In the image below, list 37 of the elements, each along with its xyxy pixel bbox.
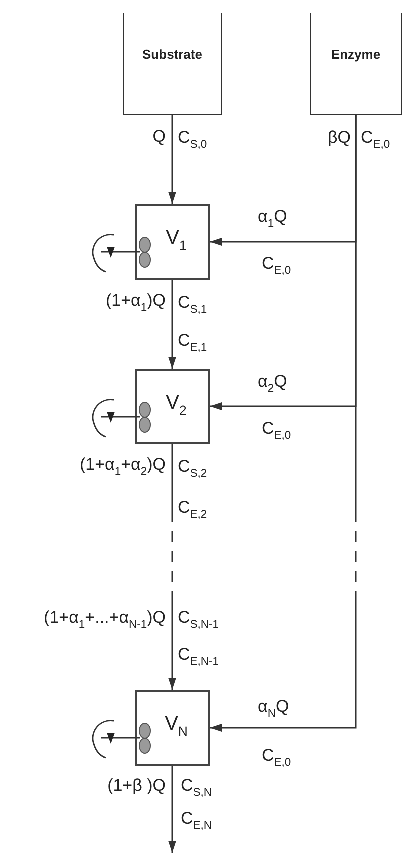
reactor-label: V$_{N}$ [165,713,188,735]
flow-rate-label: (1+α$_{1}$+...+α$_{N-1}$)Q [44,608,166,628]
concentration-label: C$_{S,N}$ [181,776,212,796]
concentration-label: C$_{E,0}$ [262,419,292,439]
concentration-label: C$_{S,2}$ [178,457,208,477]
feed-tank [310,13,402,115]
reactor-box [135,369,210,444]
tank-label: Substrate [142,47,202,63]
arrow [168,444,176,690]
concentration-label: C$_{E,N}$ [181,809,212,829]
arrow [168,766,176,853]
feed-tank [123,13,222,115]
flow-rate-label: βQ [328,128,351,148]
concentration-label: C$_{S,0}$ [178,128,208,148]
concentration-label: C$_{S,1}$ [178,293,208,313]
reactor-label: V$_{1}$ [166,227,187,249]
reactor-box [135,204,210,280]
concentration-label: C$_{S,N-1}$ [178,608,219,628]
concentration-label: C$_{E,0}$ [262,254,292,274]
concentration-label: C$_{E,1}$ [178,331,208,351]
concentration-label: C$_{E,N-1}$ [178,645,219,665]
arrow [168,280,176,369]
reactor-box [135,690,210,766]
tank-label: Enzyme [331,47,381,63]
flow-rate-label: α$_{1}$Q [258,207,288,227]
flow-rate-label: (1+α$_{1}$+α$_{2}$)Q [80,455,166,475]
flow-rate-label: α$_{N}$Q [258,697,290,717]
arrow [210,115,357,732]
flow-rate-label: Q [152,127,166,147]
flow-rate-label: α$_{2}$Q [258,372,288,392]
flow-rate-label: (1+α$_{1}$)Q [106,291,166,311]
reactor-label: V$_{2}$ [166,392,187,414]
arrow [168,115,176,204]
flow-rate-label: (1+β )Q [108,776,166,796]
concentration-label: C$_{E,0}$ [361,128,390,148]
concentration-label: C$_{E,2}$ [178,498,208,518]
concentration-label: C$_{E,0}$ [262,746,292,766]
